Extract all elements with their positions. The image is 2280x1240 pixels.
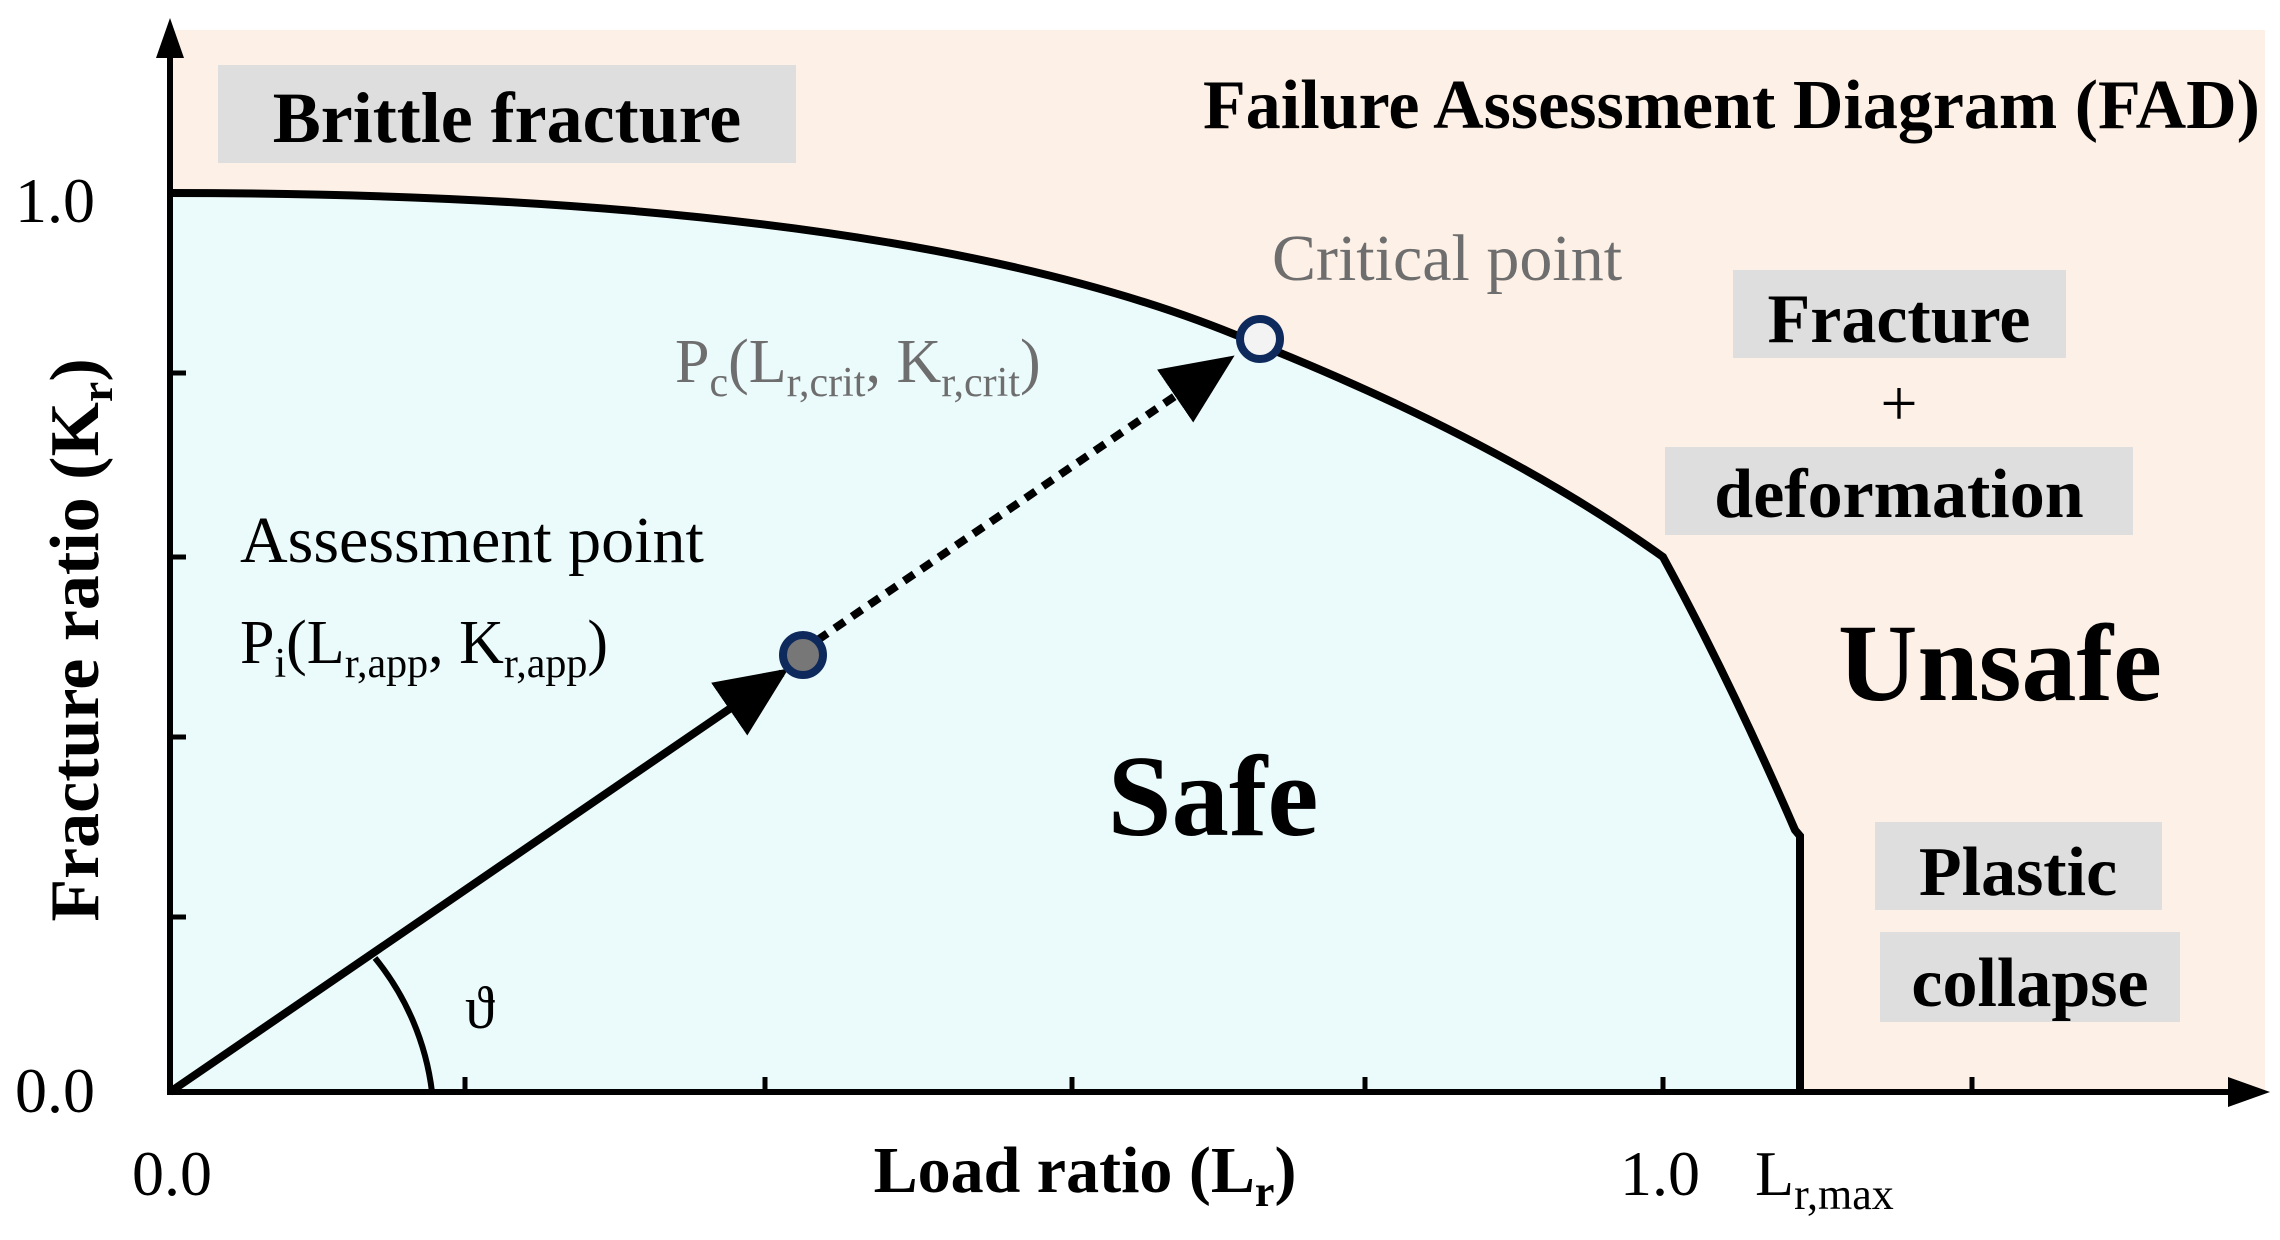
brittle-label-box [218,65,796,163]
x-tick-label-0: 0.0 [132,1138,212,1209]
y-tick-label-0: 0.0 [15,1055,95,1126]
assessment-point-formula: Pi(Lr,app, Kr,app) [240,609,608,687]
x-tick-label-1: 1.0 [1620,1138,1700,1209]
angle-symbol: ϑ [465,975,495,1041]
angle-arc [372,956,435,1093]
assessment-point-marker [779,631,827,679]
fracture-plus-label: + [1880,367,1917,440]
critical-point-formula: Pc(Lr,crit, Kr,crit) [675,328,1041,406]
y-axis-arrow [156,18,184,58]
assessment-point-label: Assessment point [240,504,704,577]
x-ticks [462,1077,1975,1092]
x-tick-label-max: Lr,max [1755,1138,1894,1219]
y-axis-label: Fracture ratio (Kr) [37,358,122,921]
dotted-path-arrow [797,355,1235,656]
plastic-label-box [1875,822,2162,910]
critical-point-marker [1236,315,1284,363]
deformation-label: deformation [1714,456,2083,533]
plastic-label: Plastic [1919,834,2117,911]
safe-region [170,193,1800,1092]
load-path-arrow [167,668,789,1096]
deformation-label-box [1665,447,2133,535]
collapse-label-box [1880,932,2180,1022]
collapse-label: collapse [1911,945,2148,1022]
fracture-label: Fracture [1767,281,2030,358]
y-tick-label-1: 1.0 [15,165,95,236]
safe-label: Safe [1108,733,1319,860]
unsafe-label: Unsafe [1838,602,2162,724]
y-ticks [170,190,186,920]
fad-curve [169,189,1804,1092]
x-axis-arrow [2228,1077,2270,1107]
critical-point-label: Critical point [1272,222,1622,295]
x-axis-label: Load ratio (Lr) [874,1134,1297,1216]
diagram-title: Failure Assessment Diagram (FAD) [1203,67,2260,144]
fracture-label-box [1733,270,2066,358]
brittle-fracture-label: Brittle fracture [273,78,741,158]
